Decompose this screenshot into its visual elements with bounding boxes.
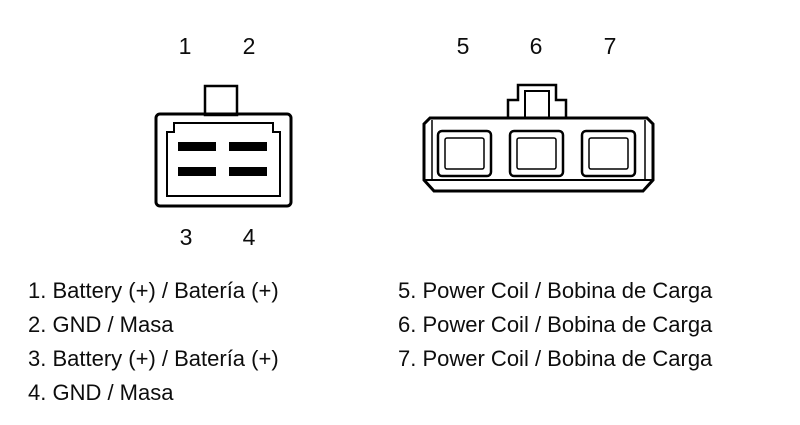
terminal-3	[178, 167, 216, 176]
socket-6-outer	[508, 129, 565, 178]
legend-item-4: 4. GND / Masa	[28, 380, 174, 405]
socket-7-outer	[580, 129, 637, 178]
pin-label-1: 1	[178, 33, 192, 59]
legend-item-1: 1. Battery (+) / Batería (+)	[28, 278, 279, 303]
legend-item-2: 2. GND / Masa	[28, 312, 174, 337]
socket-5-inner	[444, 137, 485, 170]
terminal-1	[178, 142, 216, 151]
legend-item-3: 3. Battery (+) / Batería (+)	[28, 346, 279, 371]
pin-label-4: 4	[242, 224, 256, 250]
latch-outer	[506, 83, 568, 118]
blade-terminals	[178, 142, 267, 176]
pin-label-3: 3	[179, 224, 193, 250]
legend-right: 5. Power Coil / Bobina de Carga 6. Power…	[398, 274, 712, 376]
pin-label-5: 5	[456, 33, 470, 59]
socket-6-inner	[516, 137, 557, 170]
pin-label-7: 7	[603, 33, 617, 59]
terminal-4	[229, 167, 267, 176]
left-connector-inner-outline	[166, 122, 281, 197]
latch-inner	[524, 90, 550, 118]
terminal-2	[229, 142, 267, 151]
socket-5-outer	[436, 129, 493, 178]
right-connector-drawing	[422, 83, 655, 193]
socket-7-inner	[588, 137, 629, 170]
legend-left: 1. Battery (+) / Batería (+) 2. GND / Ma…	[28, 274, 279, 410]
legend-item-6: 6. Power Coil / Bobina de Carga	[398, 312, 713, 337]
legend-item-7: 7. Power Coil / Bobina de Carga	[398, 346, 713, 371]
left-connector-tab	[203, 84, 239, 117]
left-connector-drawing	[154, 84, 293, 208]
right-connector-housing	[422, 116, 655, 193]
pin-label-2: 2	[242, 33, 256, 59]
legend-item-5: 5. Power Coil / Bobina de Carga	[398, 278, 713, 303]
left-connector-housing	[154, 112, 293, 208]
pin-label-6: 6	[529, 33, 543, 59]
